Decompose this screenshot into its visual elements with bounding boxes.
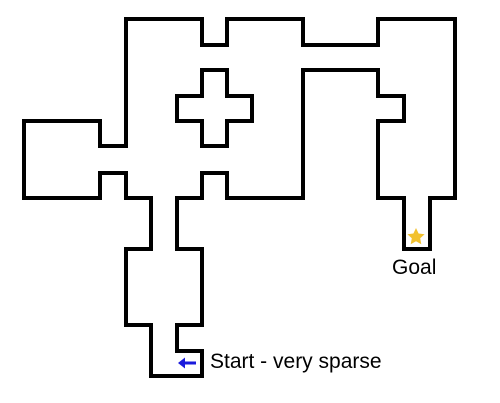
start-label: Start - very sparse: [210, 350, 382, 373]
maze-inner-cross-wall: [175, 68, 254, 148]
arrow-left-icon: [178, 357, 196, 369]
star-icon: [407, 228, 425, 245]
goal-label: Goal: [392, 256, 437, 279]
maze-outer-wall: [22, 17, 457, 378]
